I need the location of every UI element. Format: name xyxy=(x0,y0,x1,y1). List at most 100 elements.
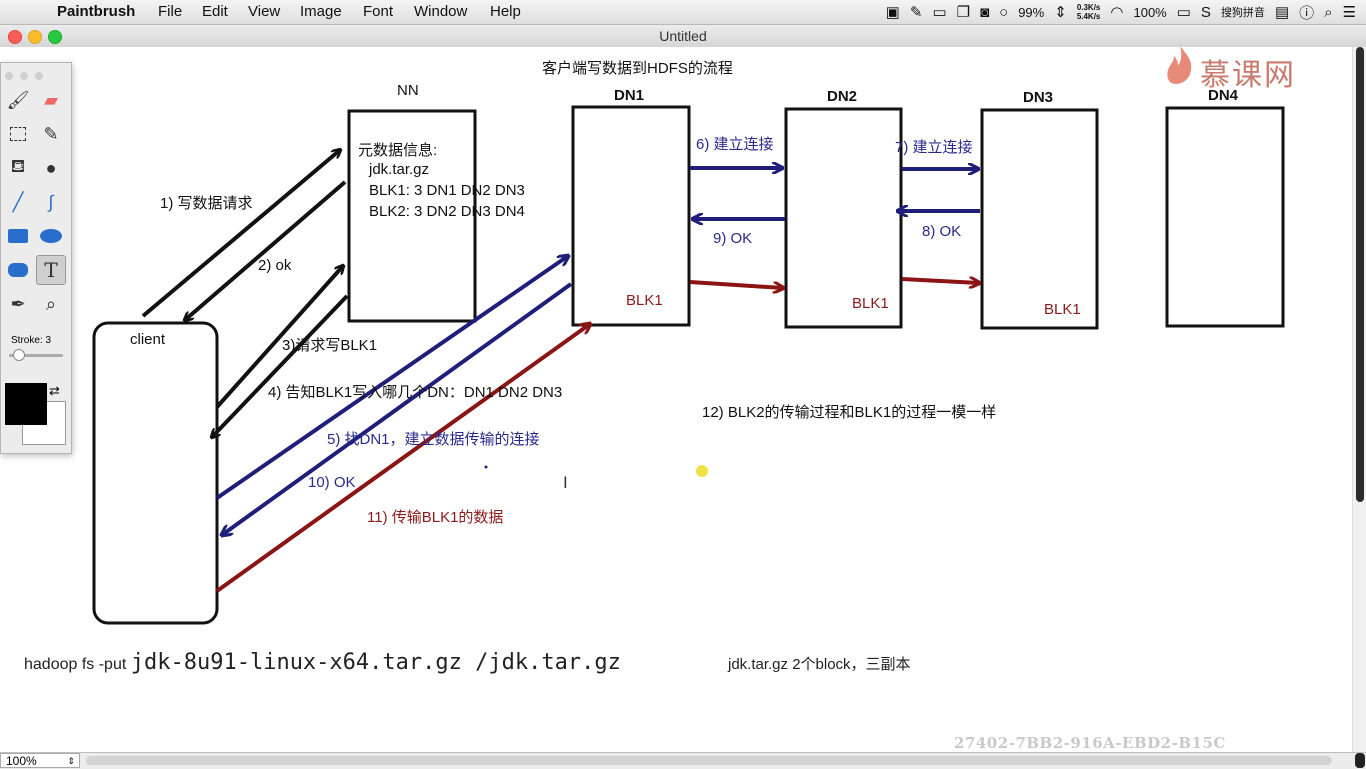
swap-colors-icon[interactable]: ⇄ xyxy=(49,383,60,398)
dn2-blk-label: BLK1 xyxy=(852,295,889,312)
arrow-3 xyxy=(215,266,343,409)
display-icon[interactable]: ▭ xyxy=(932,4,947,21)
menu-edit[interactable]: Edit xyxy=(202,3,228,20)
metadata-file: jdk.tar.gz xyxy=(369,161,430,178)
dn3-box xyxy=(980,108,1099,330)
dn1-label: DN1 xyxy=(614,87,645,104)
arrow-blk-dn1-dn2 xyxy=(689,280,783,288)
foreground-color-swatch[interactable] xyxy=(5,383,47,425)
rounded-rect-tool-icon[interactable] xyxy=(3,255,33,285)
eyedropper-tool-icon[interactable]: ✒ xyxy=(10,293,26,314)
close-button[interactable] xyxy=(8,30,22,44)
step-1-label: 1) 写数据请求 xyxy=(160,195,253,212)
palette-max-button[interactable] xyxy=(35,72,43,80)
arrow-4 xyxy=(212,294,349,437)
battery-icon[interactable]: ▭ xyxy=(1176,4,1191,21)
circle-icon[interactable]: ○ xyxy=(999,3,1009,21)
ellipse-tool-icon[interactable] xyxy=(36,221,66,251)
horizontal-scrollbar[interactable] xyxy=(86,756,1332,765)
arrow-1 xyxy=(141,150,340,318)
zoom-button[interactable] xyxy=(48,30,62,44)
tool-palette: 🖌 ▰ ✎ ⛾ ● ╱ ∫ T ✒ ⌕ Stroke: 3 ⇄ xyxy=(0,62,72,454)
vertical-scroll-thumb[interactable] xyxy=(1356,47,1364,502)
menu-file[interactable]: File xyxy=(158,3,183,20)
wifi-icon[interactable]: ◠ xyxy=(1110,4,1124,21)
fill-tool-icon[interactable]: ⛾ xyxy=(10,156,26,176)
app-icon[interactable]: ◙ xyxy=(980,3,990,21)
evernote-icon[interactable]: ✎ xyxy=(909,4,923,21)
command-note: jdk.tar.gz 2个block，三副本 xyxy=(728,656,911,673)
client-label: client xyxy=(130,331,166,348)
net-down: 5.4K/s xyxy=(1076,12,1101,21)
drawing-canvas[interactable]: I 客户端写数据到HDFS的流程 NN DN1 DN2 DN3 DN4 clie… xyxy=(0,47,1352,752)
metadata-heading: 元数据信息: xyxy=(358,142,438,159)
menu-bar: Paintbrush File Edit View Image Font Win… xyxy=(0,0,1366,25)
info-icon[interactable]: ⓘ xyxy=(1299,4,1315,22)
menu-help[interactable]: Help xyxy=(490,3,521,20)
dn2-box xyxy=(784,107,903,329)
curve-tool-icon[interactable]: ∫ xyxy=(48,191,54,212)
select-tool-icon[interactable] xyxy=(3,119,33,149)
line-tool-icon[interactable]: ╱ xyxy=(12,191,24,212)
window-icon[interactable]: ❐ xyxy=(956,4,971,21)
text-tool-icon[interactable]: T xyxy=(36,255,66,285)
status-area: ▣ ✎ ▭ ❐ ◙ ○ 99% ⇕ 0.3K/s 5.4K/s ◠ 100% ▭… xyxy=(886,0,1356,24)
command-line: hadoop fs -put jdk-8u91-linux-x64.tar.gz… xyxy=(24,650,621,675)
search-icon[interactable]: ⌕ xyxy=(1324,3,1333,21)
menu-image[interactable]: Image xyxy=(300,3,342,20)
menu-font[interactable]: Font xyxy=(363,3,394,20)
cpu-percent: 99% xyxy=(1018,4,1045,20)
corner-scroll-thumb[interactable] xyxy=(1355,753,1365,768)
step-4-label: 4) 告知BLK1写入哪几个DN：DN1 DN2 DN3 xyxy=(268,384,563,401)
sogou-icon[interactable]: S xyxy=(1200,3,1211,21)
watermark: 27402-7BB2-916A-EBD2-B15C xyxy=(954,734,1226,752)
stroke-slider-knob[interactable] xyxy=(13,349,25,361)
menu-view[interactable]: View xyxy=(248,3,281,20)
palette-min-button[interactable] xyxy=(20,72,28,80)
magic-wand-tool-icon[interactable]: ✎ xyxy=(43,123,59,144)
camera-icon[interactable]: ▣ xyxy=(885,4,900,21)
palette-close-button[interactable] xyxy=(5,72,13,80)
zoom-tool-icon[interactable]: ⌕ xyxy=(45,293,57,314)
network-speed: 0.3K/s 5.4K/s xyxy=(1077,3,1101,21)
rectangle-tool-icon[interactable] xyxy=(3,221,33,251)
metadata-blk1: BLK1: 3 DN1 DN2 DN3 xyxy=(369,182,525,199)
stroke-slider[interactable] xyxy=(9,354,63,357)
pointer-dot-icon xyxy=(696,465,708,477)
step-12-label: 12) BLK2的传输过程和BLK1的过程一模一样 xyxy=(702,404,997,421)
step-10-label: 10) OK xyxy=(308,474,356,491)
brush-tool-icon[interactable]: 🖌 xyxy=(6,89,30,110)
stepper-icon: ⇕ xyxy=(67,756,75,766)
minimize-button[interactable] xyxy=(28,30,42,44)
input-method[interactable]: 搜狗拼音 xyxy=(1220,7,1265,19)
bomb-tool-icon[interactable]: ● xyxy=(45,157,57,178)
eraser-tool-icon[interactable]: ▰ xyxy=(44,89,58,110)
step-5-label: 5) 找DN1，建立数据传输的连接 xyxy=(327,431,540,448)
dn4-label: DN4 xyxy=(1208,87,1239,104)
zoom-value: 100% xyxy=(6,754,37,768)
step-6-label: 6) 建立连接 xyxy=(696,136,774,153)
client-box xyxy=(92,321,219,625)
zoom-select[interactable]: 100% ⇕ xyxy=(0,753,80,768)
keyboard-icon[interactable]: ▤ xyxy=(1274,4,1290,21)
vertical-scrollbar[interactable] xyxy=(1352,47,1366,752)
nn-box xyxy=(347,109,477,323)
diagram-title: 客户端写数据到HDFS的流程 xyxy=(542,60,733,77)
menu-window[interactable]: Window xyxy=(414,3,468,20)
app-menu[interactable]: Paintbrush xyxy=(57,3,136,20)
dn2-label: DN2 xyxy=(827,88,858,105)
command-args: jdk-8u91-linux-x64.tar.gz /jdk.tar.gz xyxy=(130,650,621,675)
dn3-blk-label: BLK1 xyxy=(1044,301,1081,318)
nn-label: NN xyxy=(397,82,419,99)
step-3-label: 3)请求写BLK1 xyxy=(282,337,378,354)
net-up: 0.3K/s xyxy=(1076,3,1101,12)
step-9-label: 9) OK xyxy=(713,230,753,247)
diagram-svg: I xyxy=(92,105,1285,625)
dn4-box xyxy=(1165,106,1285,328)
arrow-2 xyxy=(185,180,347,320)
arrow-5 xyxy=(215,256,568,500)
list-icon[interactable]: ☰ xyxy=(1342,4,1356,21)
bottom-bar: 100% ⇕ xyxy=(0,752,1366,769)
stroke-label: Stroke: 3 xyxy=(11,335,52,346)
imooc-logo xyxy=(1167,46,1192,84)
